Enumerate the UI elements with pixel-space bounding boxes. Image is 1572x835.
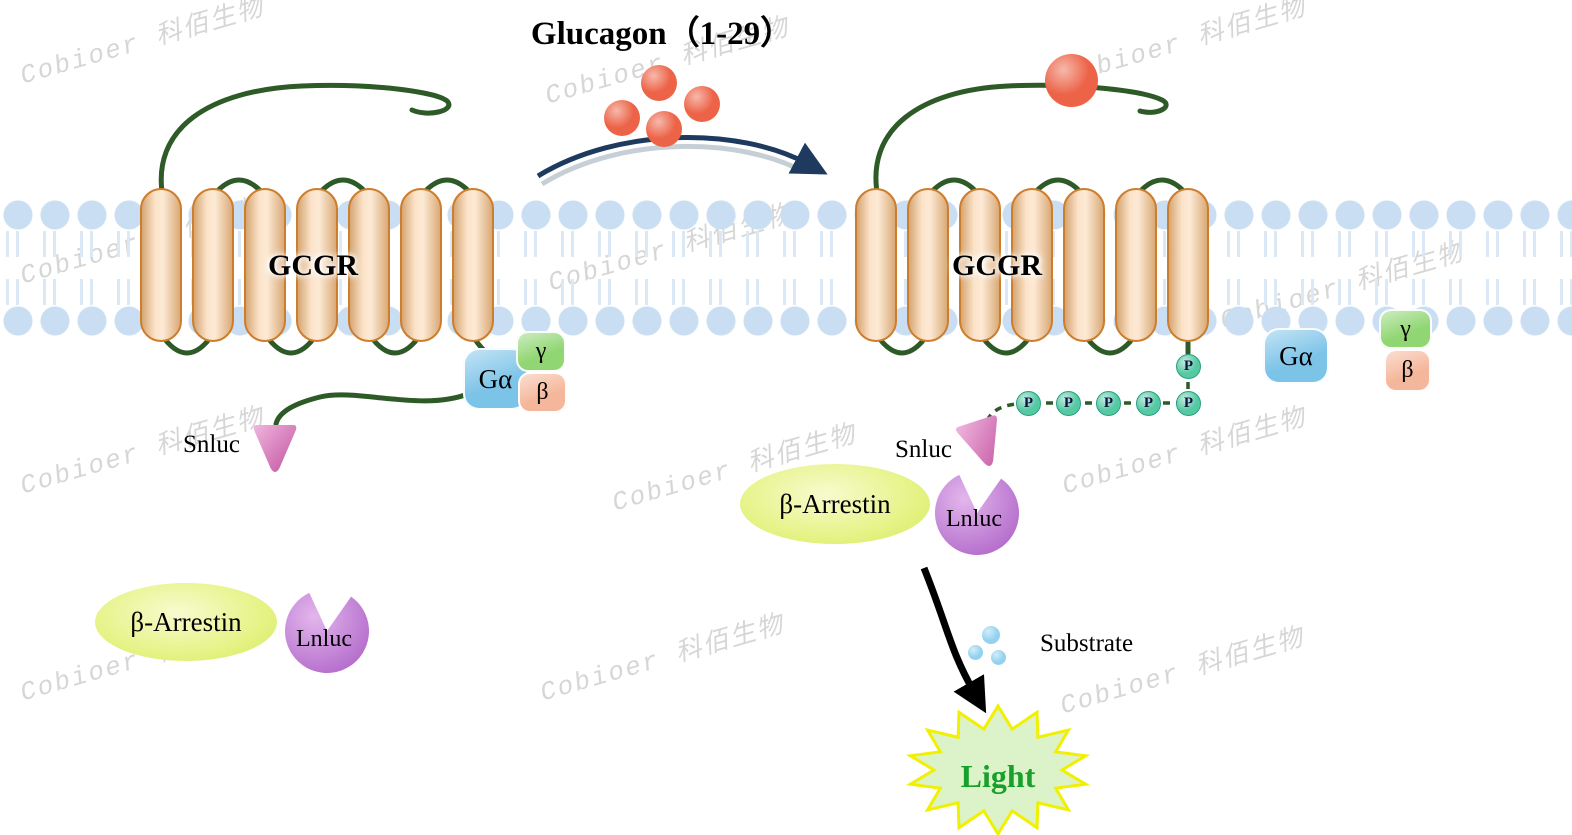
lnluc-pacman-icon: [284, 592, 369, 673]
phospho-site: P: [1136, 391, 1161, 416]
phospho-site: P: [1016, 391, 1041, 416]
tm-helix: [1011, 188, 1053, 342]
g-alpha-label: Gα: [1279, 340, 1313, 371]
lnluc-label: Lnluc: [296, 626, 352, 652]
watermark: Cobioer 科佰生物: [536, 609, 789, 709]
lnluc-label: Lnluc: [946, 506, 1002, 532]
tm-helix: [959, 188, 1001, 342]
ligand-binding-arrow-shadow: [540, 143, 806, 187]
phospho-site: P: [1176, 391, 1201, 416]
watermark: Cobioer 科佰生物: [16, 0, 269, 92]
g-beta-subunit-dissociated: β: [1384, 349, 1431, 392]
lipid-heads-top: [0, 197, 1572, 233]
substrate-dot: [982, 626, 1000, 644]
phospho-p-label: P: [1183, 395, 1194, 411]
right-receptor-label: GCGR: [952, 249, 1042, 282]
g-beta-label: β: [1401, 357, 1414, 383]
phospho-p-label: P: [1103, 395, 1114, 411]
g-gamma-label: γ: [1400, 315, 1411, 342]
glucagon-ligand: [604, 100, 640, 136]
phospho-p-label: P: [1183, 358, 1194, 374]
light-starburst-icon: [905, 703, 1091, 835]
tm-helix: [907, 188, 949, 342]
tm-helix: [1167, 188, 1209, 342]
glucagon-ligand: [684, 86, 720, 122]
phospho-p-label: P: [1063, 395, 1074, 411]
g-gamma-label: γ: [535, 338, 547, 364]
substrate-dot: [968, 645, 983, 660]
g-beta-subunit: β: [518, 372, 567, 413]
snluc-label: Snluc: [183, 431, 240, 458]
tm-helix: [192, 188, 234, 342]
reaction-arrow: [920, 566, 987, 714]
lipid-tails-bottom: [6, 279, 1572, 305]
g-alpha-subunit-dissociated: Gα: [1263, 328, 1329, 384]
tm-helix: [140, 188, 182, 342]
lipid-bilayer-membrane: [0, 197, 1572, 339]
snluc-triangle-icon: [955, 415, 997, 466]
phospho-site: P: [1096, 391, 1121, 416]
tm-helix: [400, 188, 442, 342]
beta-arrestin: β-Arrestin: [95, 583, 277, 661]
phospho-tail-line: [984, 356, 1190, 427]
tm-helix: [296, 188, 338, 342]
g-alpha-label: Gα: [478, 363, 513, 394]
beta-arrestin-recruited: β-Arrestin: [740, 464, 930, 544]
glucagon-ligand: [641, 65, 677, 101]
g-gamma-subunit-dissociated: γ: [1379, 309, 1432, 349]
phospho-p-label: P: [1023, 395, 1034, 411]
g-alpha-subunit: Gα: [463, 348, 528, 410]
beta-arrestin-label: β-Arrestin: [130, 606, 242, 637]
glucagon-ligand: [646, 111, 682, 147]
tm-helix: [452, 188, 494, 342]
beta-arrestin-label: β-Arrestin: [779, 488, 891, 519]
phospho-site: P: [1176, 354, 1201, 379]
g-beta-label: β: [536, 379, 549, 405]
bound-glucagon-ligand: [1045, 54, 1098, 107]
phospho-p-label: P: [1143, 395, 1154, 411]
snluc-triangle-icon: [253, 425, 297, 472]
g-gamma-subunit: γ: [516, 331, 566, 372]
light-label: Light: [960, 758, 1036, 794]
snluc-label: Snluc: [895, 436, 952, 463]
lipid-tails-top: [6, 231, 1572, 257]
tm-helix: [1115, 188, 1157, 342]
tm-helix: [855, 188, 897, 342]
substrate-dot: [991, 650, 1006, 665]
tm-helix: [1063, 188, 1105, 342]
substrate-label: Substrate: [1040, 630, 1134, 657]
left-receptor-label: GCGR: [268, 249, 358, 282]
lipid-heads-bottom: [0, 303, 1572, 339]
lnluc-pacman-icon: [934, 474, 1019, 555]
phospho-site: P: [1056, 391, 1081, 416]
diagram-title: Glucagon（1-29）: [530, 16, 794, 52]
tm-helix: [244, 188, 286, 342]
